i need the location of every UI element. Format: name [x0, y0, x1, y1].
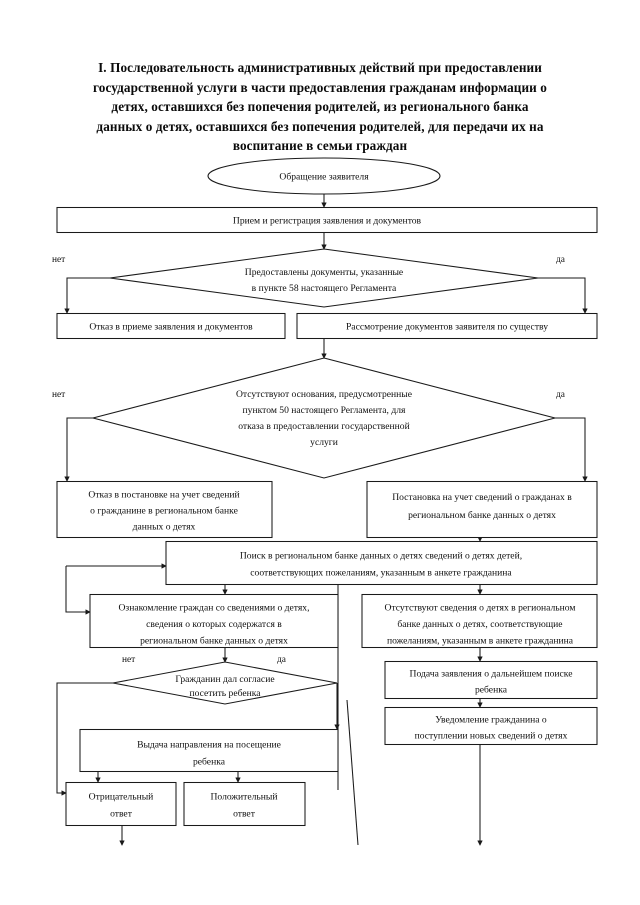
edge-diagonal-rail: [346, 699, 359, 846]
edge-d2-n6: [555, 417, 588, 482]
ellipse-shape: [207, 157, 441, 195]
node-label-line-2: банке данных о детях, соответствующие: [397, 619, 562, 630]
diamond-shape: [109, 248, 539, 308]
node-grazhdanin-dal-soglasie[interactable]: Гражданин дал согласие посетить ребенка: [112, 661, 338, 705]
rect-shape: [384, 660, 598, 700]
node-label-line-4: услуги: [310, 437, 338, 448]
node-label-line-3: пожеланиям, указанным в анкете гражданин…: [387, 636, 574, 647]
node-rassmotrenie-dokumentov[interactable]: Рассмотрение документов заявителя по сущ…: [296, 312, 598, 340]
node-label-line-1: Поиск в региональном банке данных о детя…: [240, 551, 522, 562]
rect-shape: [79, 728, 339, 773]
rect-shape: [65, 781, 177, 827]
branch-label-d3-yes: да: [277, 655, 287, 665]
page-title: I. Последовательность административных д…: [48, 58, 592, 156]
node-label-line-2: региональном банке данных о детях: [408, 510, 556, 521]
node-label-line-1: Уведомление гражданина о: [435, 715, 547, 726]
node-label-line-1: Выдача направления на посещение: [137, 740, 281, 751]
rect-shape: [366, 480, 598, 539]
node-otsutstvuyut-osnovaniya[interactable]: Отсутствуют основания, предусмотренные п…: [90, 357, 558, 479]
node-label-line-2: ответ: [233, 809, 256, 820]
node-otsutstvuyut-svedeniya[interactable]: Отсутствуют сведения о детях в региональ…: [361, 593, 598, 649]
title-line-2: государственной услуги в части предостав…: [93, 79, 547, 95]
rect-shape: [296, 312, 598, 340]
node-label-line-1: Положительный: [210, 792, 277, 803]
edge-d1-n4: [538, 277, 588, 314]
node-label-line-2: ребенка: [475, 685, 508, 696]
node-label-line-2: посетить ребенка: [189, 688, 261, 699]
node-uvedomlenie-grazhdanina[interactable]: Уведомление гражданина о поступлении нов…: [384, 706, 598, 746]
rect-shape: [56, 480, 273, 539]
node-label-line-2: соответствующих пожеланиям, указанным в …: [250, 568, 512, 579]
node-label-line-1: Отказ в постановке на учет сведений: [88, 490, 239, 501]
node-otkaz-v-postanovke[interactable]: Отказ в постановке на учет сведений о гр…: [56, 480, 273, 539]
node-priem-i-registraciya[interactable]: Прием и регистрация заявления и документ…: [56, 206, 598, 234]
edge-d1-n3: [64, 277, 110, 314]
rect-shape: [89, 593, 339, 649]
branch-label-d1-no: нет: [52, 255, 65, 265]
node-postanovka-na-uchet[interactable]: Постановка на учет сведений о гражданах …: [366, 480, 598, 539]
branch-label-d1-yes: да: [556, 255, 566, 265]
node-label-line-3: данных о детях: [133, 522, 196, 533]
node-label-line-1: Отсутствуют основания, предусмотренные: [236, 389, 412, 400]
node-label-line-1: Отрицательный: [89, 792, 154, 803]
node-label-line-1: Предоставлены документы, указанные: [245, 267, 403, 278]
node-label-line-1: Гражданин дал согласие: [175, 674, 274, 685]
node-label: Отказ в приеме заявления и документов: [89, 322, 253, 333]
edge-loop-into-n8: [65, 566, 91, 615]
title-line-3: детях, оставшихся без попечения родителе…: [111, 99, 529, 114]
node-poisk-v-banke[interactable]: Поиск в региональном банке данных о детя…: [165, 540, 598, 586]
node-label-line-2: сведения о которых содержатся в: [146, 619, 282, 630]
node-label-line-2: пунктом 50 настоящего Регламента, для: [243, 405, 406, 416]
node-otkaz-v-prieme[interactable]: Отказ в приеме заявления и документов: [56, 312, 286, 340]
node-label-line-1: Подача заявления о дальнейшем поиске: [410, 669, 573, 680]
node-label-line-2: ответ: [110, 809, 133, 820]
branch-label-d3-no: нет: [122, 655, 135, 665]
node-predostavleny-dokumenty[interactable]: Предоставлены документы, указанные в пун…: [109, 248, 539, 308]
node-oznakomlenie-grazhdan[interactable]: Ознакомление граждан со сведениями о дет…: [89, 593, 339, 649]
node-label-line-2: в пункте 58 настоящего Регламента: [252, 283, 397, 294]
rect-shape: [56, 312, 286, 340]
node-label-line-3: отказа в предоставлении государственной: [238, 421, 409, 432]
node-label-line-2: о гражданине в региональном банке: [90, 506, 238, 517]
node-vydacha-napravleniya[interactable]: Выдача направления на посещение ребенка: [79, 728, 339, 773]
node-label-line-1: Постановка на учет сведений о гражданах …: [392, 492, 572, 503]
title-line-5: воспитание в семьи граждан: [232, 138, 408, 153]
diamond-shape: [90, 357, 558, 479]
edge-d3-n13: [56, 682, 113, 796]
node-label-line-1: Отсутствуют сведения о детях в региональ…: [385, 603, 576, 614]
node-label: Рассмотрение документов заявителя по сущ…: [346, 322, 548, 333]
node-label-line-2: ребенка: [193, 757, 226, 768]
node-label: Прием и регистрация заявления и документ…: [233, 216, 422, 227]
node-label-line-2: поступлении новых сведений о детях: [415, 731, 568, 742]
title-line-1: I. Последовательность административных д…: [98, 60, 542, 75]
node-label: Обращение заявителя: [279, 172, 369, 183]
rect-shape: [165, 540, 598, 586]
diamond-shape: [112, 661, 338, 705]
edge-d2-n5: [64, 417, 93, 482]
title-line-4: данных о детях, оставшихся без попечения…: [96, 118, 544, 134]
node-polozhitelnyy-otvet[interactable]: Положительный ответ: [183, 781, 306, 827]
node-podacha-zayavleniya[interactable]: Подача заявления о дальнейшем поиске реб…: [384, 660, 598, 700]
branch-label-d2-no: нет: [52, 390, 65, 400]
node-otricatelnyy-otvet[interactable]: Отрицательный ответ: [65, 781, 177, 827]
node-obrashchenie-zayavitelya[interactable]: Обращение заявителя: [207, 157, 441, 195]
rect-shape: [183, 781, 306, 827]
node-label-line-3: региональном банке данных о детях: [140, 636, 288, 647]
branch-label-d2-yes: да: [556, 390, 566, 400]
rect-shape: [361, 593, 598, 649]
rect-shape: [384, 706, 598, 746]
node-label-line-1: Ознакомление граждан со сведениями о дет…: [119, 603, 310, 614]
rect-shape: [56, 206, 598, 234]
